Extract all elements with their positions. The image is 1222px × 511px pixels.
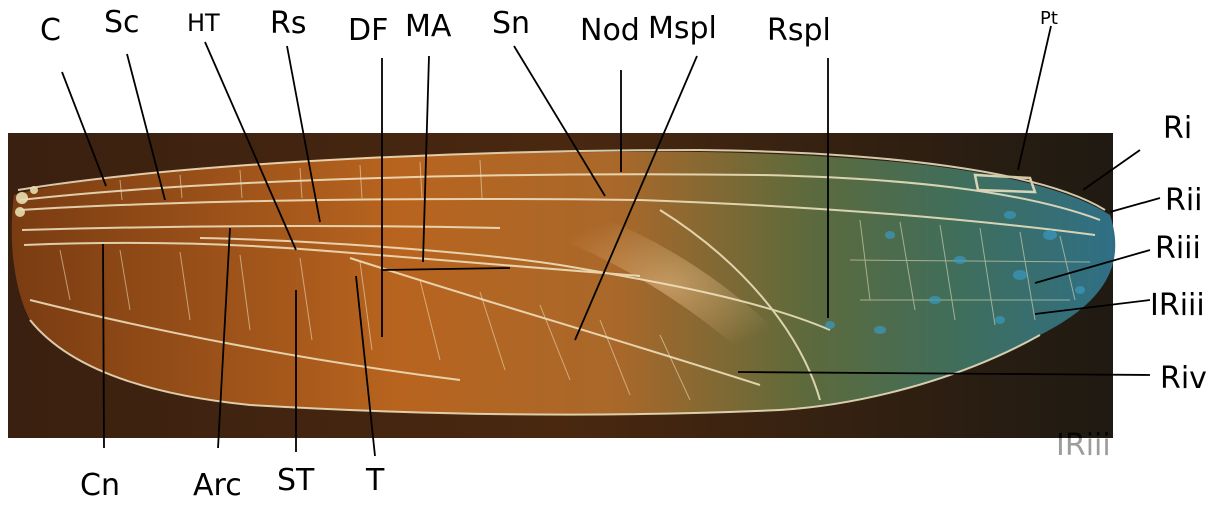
label-sn: Sn <box>492 6 530 41</box>
label-c: C <box>40 13 61 48</box>
label-riii: Riii <box>1155 231 1201 266</box>
label-pt: Pt <box>1040 8 1058 29</box>
label-ht: HT <box>187 9 220 37</box>
label-t: T <box>365 463 385 498</box>
label-df: DF <box>348 13 388 48</box>
label-arc: Arc <box>193 468 242 503</box>
label-cn: Cn <box>80 468 120 503</box>
partial-label-mask <box>1040 438 1160 468</box>
label-mspl: Mspl <box>648 11 717 46</box>
label-sc: Sc <box>104 5 140 40</box>
label-st: ST <box>277 463 315 498</box>
label-rii: Rii <box>1165 183 1203 218</box>
label-riv: Riv <box>1160 361 1207 396</box>
label-rspl: Rspl <box>767 13 831 48</box>
label-rs: Rs <box>270 6 306 41</box>
label-iriii: IRiii <box>1150 288 1205 323</box>
label-ma: MA <box>405 9 452 44</box>
label-nod: Nod <box>580 13 640 48</box>
label-ri: Ri <box>1163 111 1192 146</box>
